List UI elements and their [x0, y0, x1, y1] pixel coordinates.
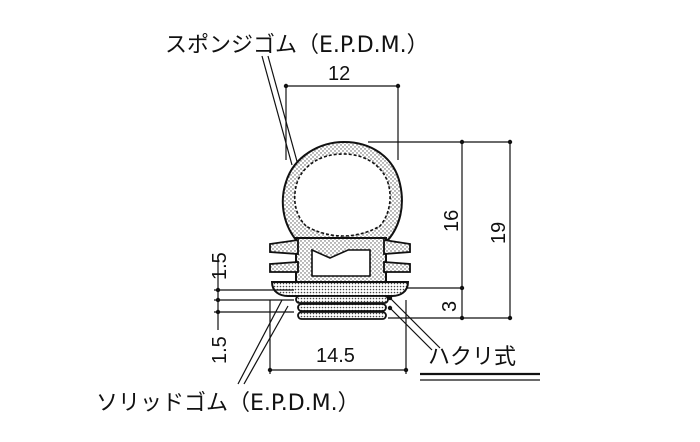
dim-12-dot-left	[283, 83, 289, 89]
lower-fin-right	[383, 261, 411, 273]
sponge-rubber-label: スポンジゴム（E.P.D.M.）	[165, 33, 429, 58]
dim-19-dot-top	[507, 139, 513, 145]
dim-12-dot-right	[395, 83, 401, 89]
peel-leader-dot-1	[387, 295, 393, 301]
dim-19-text: 19	[488, 222, 510, 244]
solid-base-top	[270, 281, 410, 297]
dim-19-dot-bottom	[507, 315, 513, 321]
peel-strip-2	[297, 303, 387, 312]
dim-left-dot-2	[215, 297, 221, 303]
dim-16-dot-top	[459, 139, 465, 145]
sponge-leader-line-2	[267, 55, 299, 166]
dim-1-5-upper-text: 1.5	[209, 252, 231, 280]
peel-type-label: ハクリ式	[428, 345, 516, 370]
dim-1-5-lower-text: 1.5	[209, 336, 231, 364]
peel-leader-2	[389, 307, 433, 351]
peel-strip-1	[295, 295, 389, 304]
upper-fin-left	[269, 238, 299, 255]
dim-16-text: 16	[441, 210, 463, 232]
solid-rubber-label: ソリッドゴム（E.P.D.M.）	[96, 391, 360, 416]
dim-14-5-dot-left	[267, 367, 273, 373]
dim-left-dot-3	[215, 309, 221, 315]
peel-leader-1	[389, 297, 441, 349]
sponge-leader-line	[261, 55, 293, 166]
dim-left-dot-1	[215, 287, 221, 293]
lower-fin-left	[269, 261, 299, 273]
dim-14-5-dot-right	[403, 367, 409, 373]
peel-leader-dot-2	[387, 305, 393, 311]
stem-notch	[311, 248, 371, 277]
peel-strip-3	[297, 311, 387, 320]
solid-leader-1	[237, 299, 283, 385]
bulb-hollow	[293, 153, 391, 237]
dim-3-text: 3	[439, 301, 461, 312]
solid-leader-2	[243, 305, 289, 385]
upper-fin-right	[383, 238, 411, 255]
dim-14-5-text: 14.5	[316, 345, 355, 367]
dim-12-text: 12	[328, 63, 350, 85]
